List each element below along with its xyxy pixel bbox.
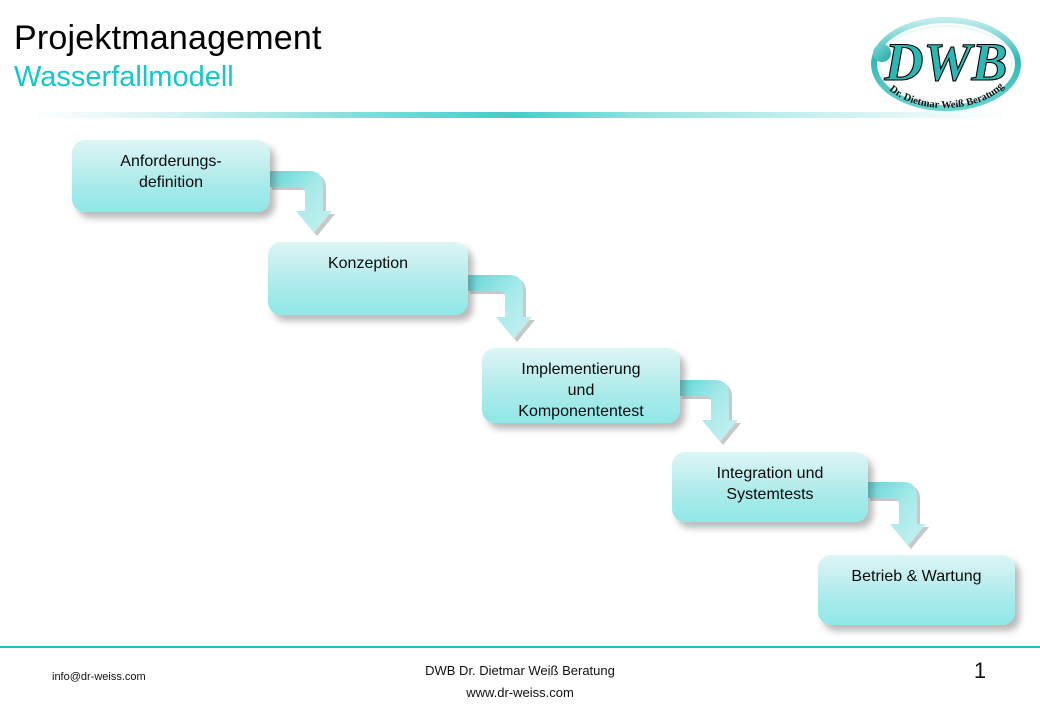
page-number: 1	[973, 658, 987, 683]
connector-konzeption-to-implementierung	[464, 272, 538, 358]
footer-website[interactable]: www.dr-weiss.com	[466, 685, 574, 700]
flow-box-label: Integration und Systemtests	[716, 465, 824, 503]
page-subtitle: Wasserfallmodell	[14, 61, 234, 93]
header-divider	[30, 112, 1030, 118]
connector-anforderungsdefinition-to-konzeption	[266, 168, 338, 252]
flow-box-implementierung[interactable]: Implementierung und Komponententest	[482, 348, 680, 423]
dwb-logo: DWB Dr. Dietmar Weiß Beratung	[860, 8, 1032, 130]
flow-box-label: Implementierung und Komponententest	[518, 361, 644, 420]
flow-box-betrieb-wartung[interactable]: Betrieb & Wartung	[818, 555, 1015, 625]
dwb-logo-icon: DWB Dr. Dietmar Weiß Beratung	[871, 17, 1021, 111]
flow-box-label: Anforderungs- definition	[120, 153, 222, 191]
footer-company: DWB Dr. Dietmar Weiß Beratung	[425, 663, 615, 678]
flow-box-anforderungsdefinition[interactable]: Anforderungs- definition	[72, 140, 270, 212]
connector-implementierung-to-integration	[676, 377, 744, 461]
dwb-logo-wordmark: DWB	[883, 32, 1007, 92]
page-title: Projektmanagement	[14, 19, 322, 57]
footer-center: DWB Dr. Dietmar Weiß Beratung www.dr-wei…	[0, 660, 1040, 704]
flow-box-label: Konzeption	[327, 255, 409, 272]
flow-box-konzeption[interactable]: Konzeption	[268, 242, 468, 315]
footer-divider	[0, 646, 1040, 648]
connector-integration-to-betrieb-wartung	[864, 479, 932, 565]
flow-box-integration[interactable]: Integration und Systemtests	[672, 452, 868, 522]
footer-email[interactable]: info@dr-weiss.com	[52, 671, 146, 683]
flow-box-label: Betrieb & Wartung	[851, 568, 982, 585]
